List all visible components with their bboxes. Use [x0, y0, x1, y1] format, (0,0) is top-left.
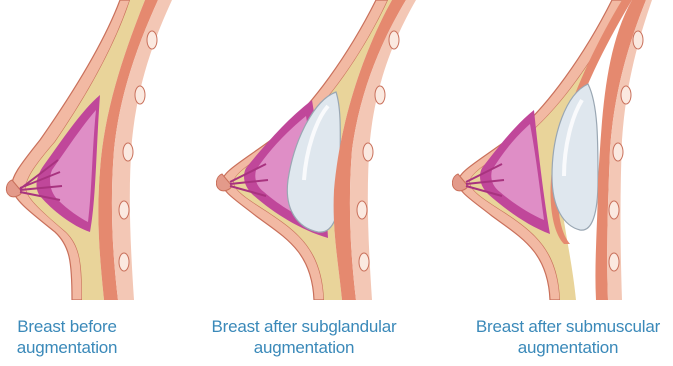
caption-line-1: Breast after submuscular	[468, 316, 668, 337]
caption-line-2: augmentation	[468, 337, 668, 358]
caption-line-1: Breast after subglandular	[204, 316, 404, 337]
caption-submuscular: Breast after submuscular augmentation	[468, 316, 668, 358]
caption-line-2: augmentation	[204, 337, 404, 358]
caption-line-1: Breast before	[0, 316, 142, 337]
caption-line-2: augmentation	[0, 337, 142, 358]
breast-implant	[287, 92, 340, 232]
breast-before-illustration	[0, 0, 200, 300]
caption-before: Breast before augmentation	[0, 316, 142, 358]
panel-before: Breast before augmentation	[0, 0, 200, 300]
panel-subglandular: Breast after subglandular augmentation	[216, 0, 416, 300]
breast-submuscular-illustration	[452, 0, 652, 300]
panel-submuscular: Breast after submuscular augmentation	[452, 0, 652, 300]
breast-subglandular-illustration	[216, 0, 416, 300]
caption-subglandular: Breast after subglandular augmentation	[204, 316, 404, 358]
